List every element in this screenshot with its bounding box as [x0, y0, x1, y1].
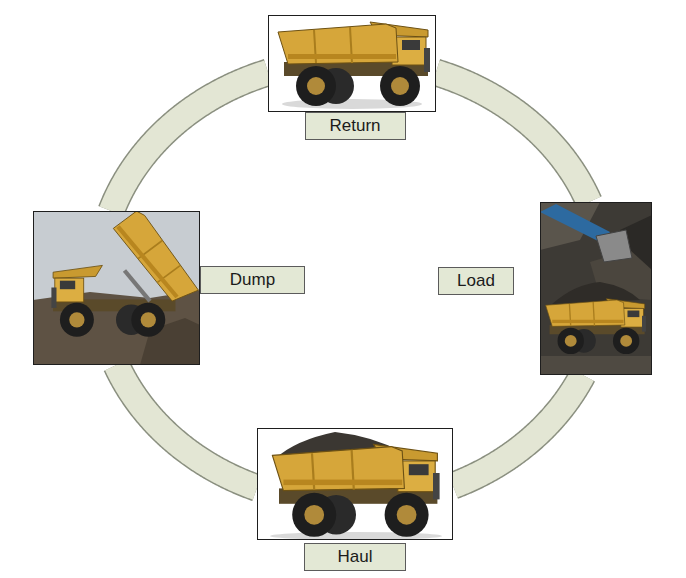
stage-label-box: Load	[438, 267, 514, 295]
ring-band	[453, 375, 583, 486]
ring-outline	[436, 72, 589, 202]
stage-photo-frame: Return	[268, 15, 436, 112]
ring-band	[111, 72, 268, 211]
stage-label-box: Dump	[200, 266, 305, 294]
return-photo	[268, 15, 436, 112]
stage-label: Return	[318, 116, 393, 136]
photo-ground	[268, 15, 436, 112]
dump-photo	[33, 211, 200, 365]
empty-truck	[278, 22, 430, 106]
ring-outline	[111, 72, 268, 211]
loading-truck	[546, 299, 646, 354]
truck-load	[552, 282, 640, 304]
photo-ground	[257, 428, 453, 540]
tipping-truck	[51, 211, 200, 337]
haul-photo	[257, 428, 453, 540]
stage-photo-frame: Dump	[33, 211, 200, 365]
ring-band	[116, 365, 257, 488]
ring-outline	[116, 365, 257, 488]
cycle-ring-segment	[116, 365, 257, 488]
photo-ground	[540, 202, 652, 375]
photo-floor	[540, 356, 652, 375]
cycle-ring-segment	[436, 72, 589, 202]
stage-label: Load	[451, 271, 501, 291]
stage-label: Dump	[213, 270, 292, 290]
cycle-ring-segment	[111, 72, 268, 211]
load-photo	[540, 202, 652, 375]
ring-band	[436, 72, 589, 202]
stage-photo-frame: Load	[540, 202, 652, 375]
ring-outline	[453, 375, 583, 486]
stage-label-box: Haul	[304, 543, 406, 571]
stage-label-box: Return	[305, 112, 406, 140]
cycle-ring-segment	[453, 375, 583, 486]
stage-photo-frame: Haul	[257, 428, 453, 540]
loaded-truck	[272, 444, 439, 536]
stage-label: Haul	[317, 547, 393, 567]
excavator-bucket	[596, 230, 632, 262]
